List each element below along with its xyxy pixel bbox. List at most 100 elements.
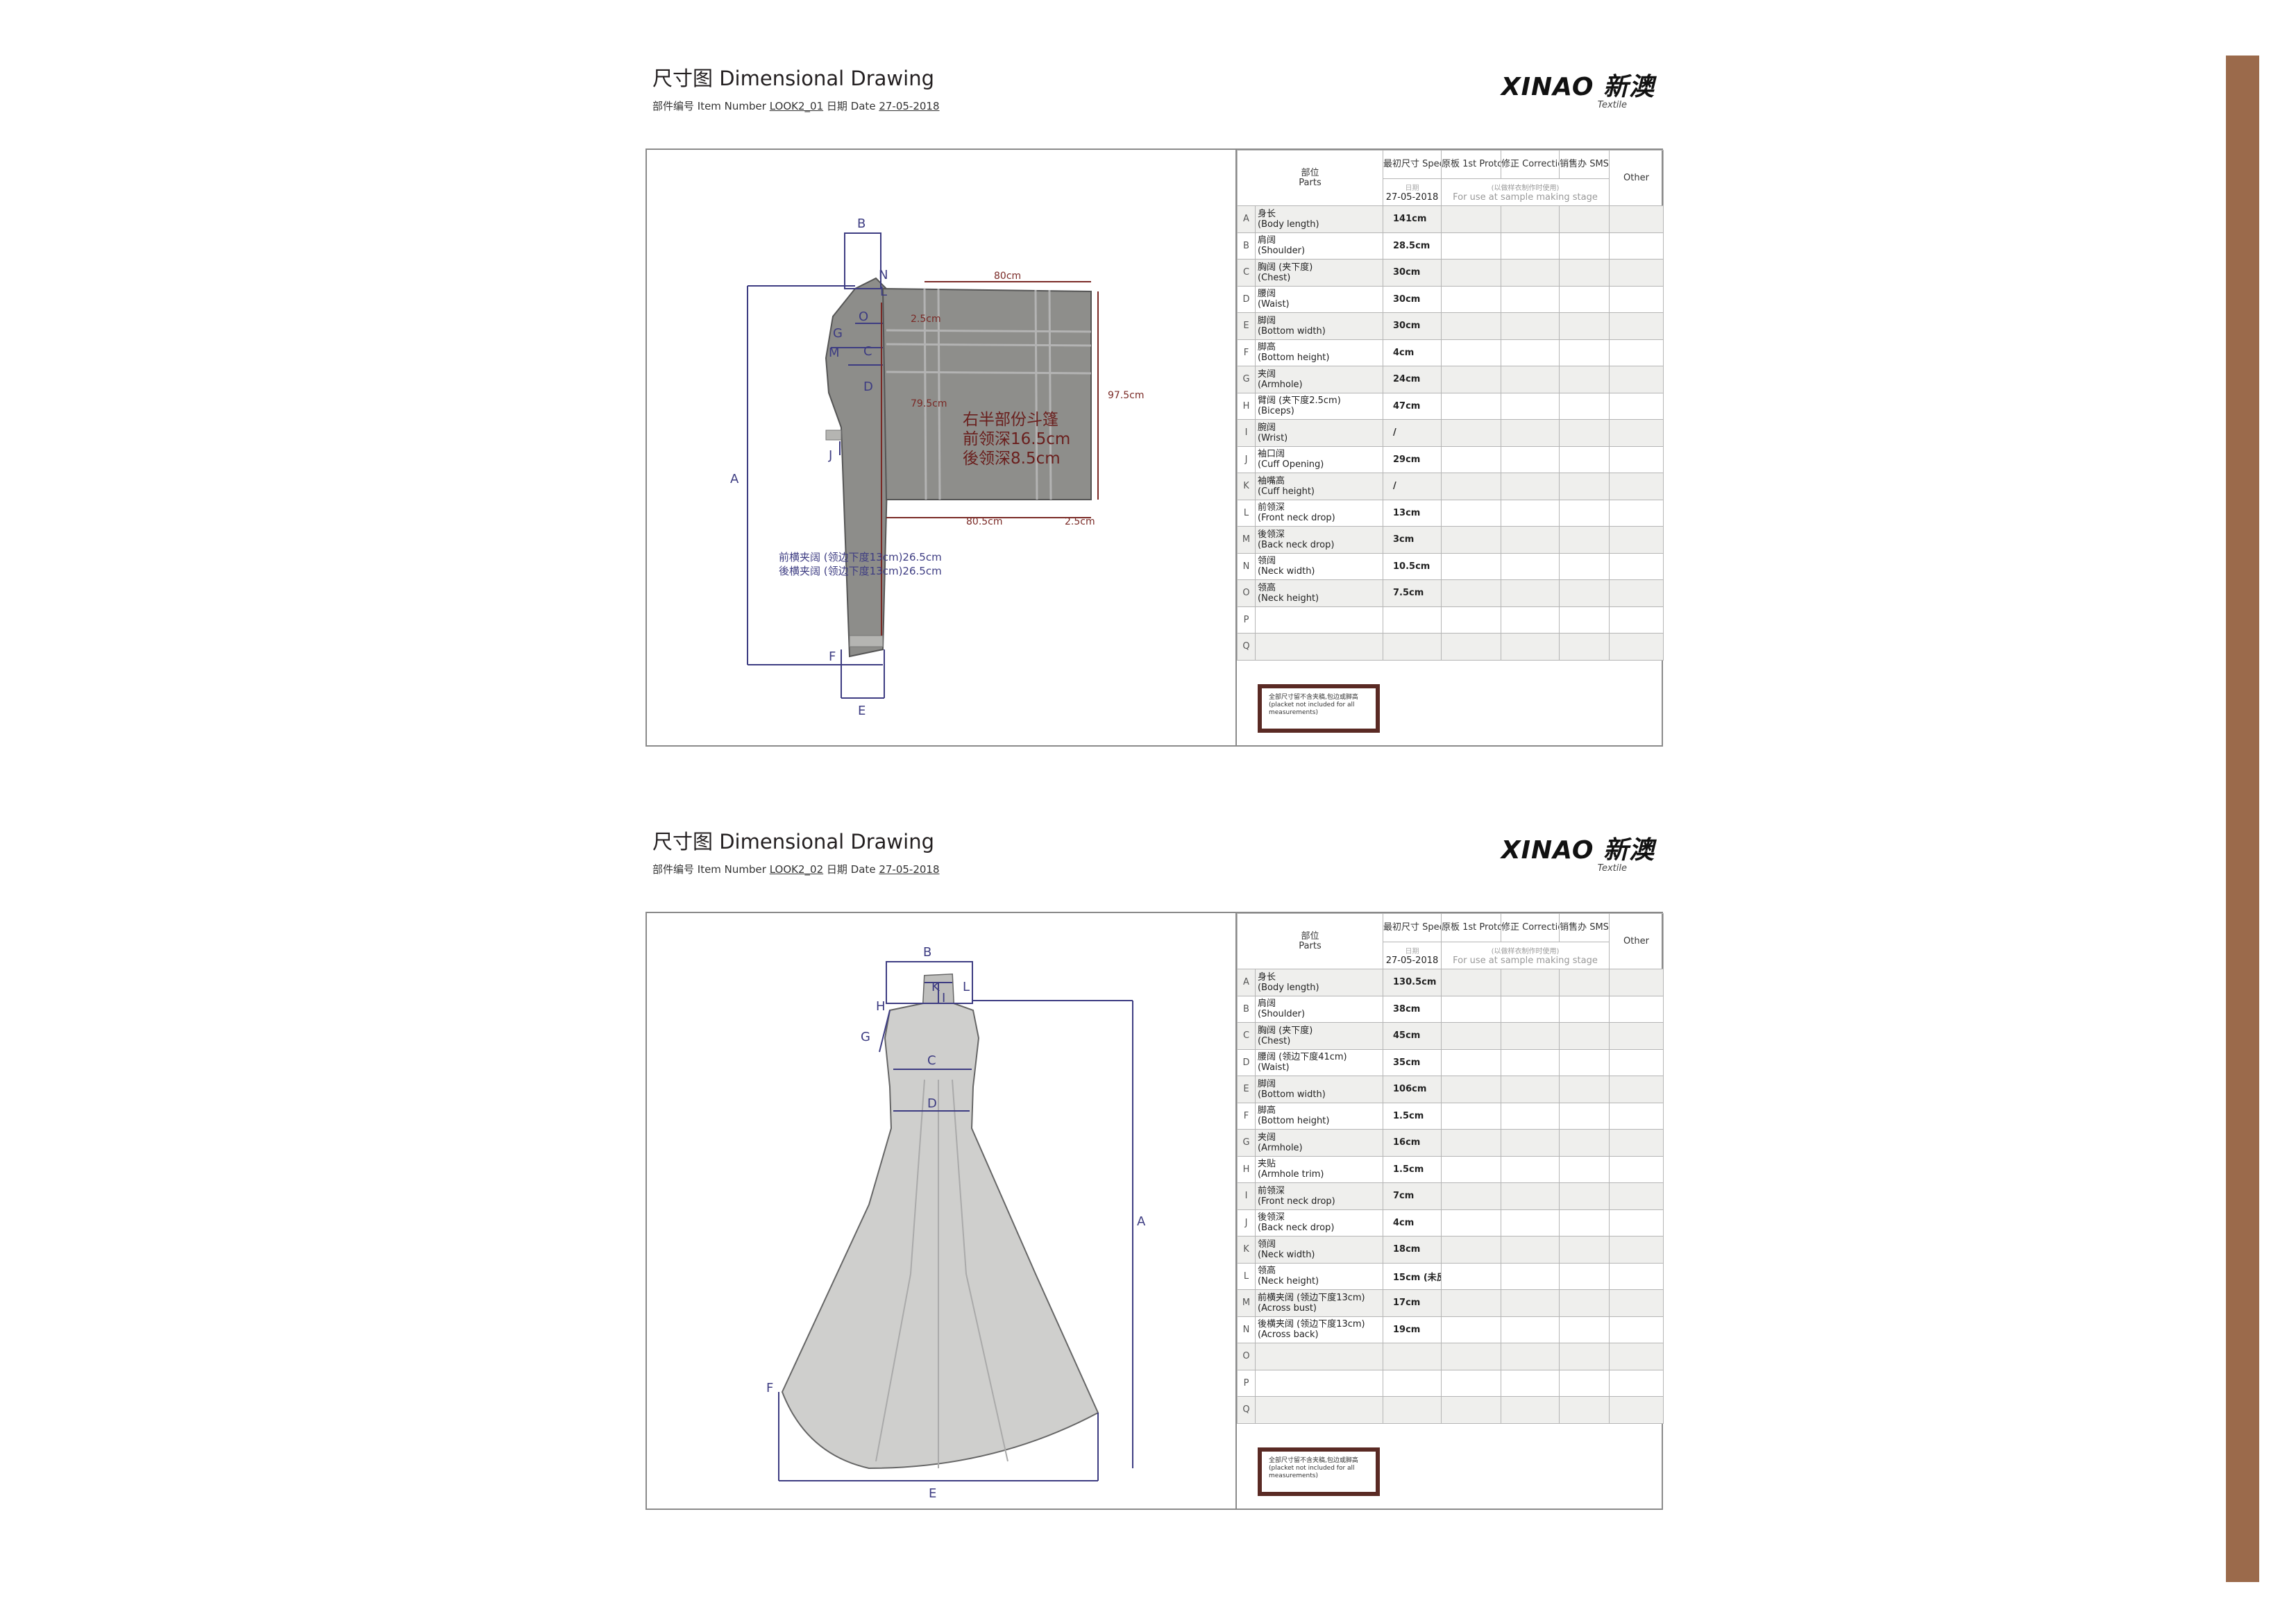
row-part-en: (Shoulder) [1258, 246, 1306, 257]
row-correction-cell [1501, 579, 1560, 607]
row-part-cn: 前横夹阔 (领边下度13cm) [1258, 1292, 1365, 1303]
dimension-sheet-1: 尺寸图 Dimensional Drawing 部件编号 Item Number… [645, 62, 1664, 812]
row-part-cn: 腰阔 [1258, 289, 1276, 300]
row-part: 脚阔(Bottom width) [1255, 1076, 1383, 1103]
row-spec-value: 106cm [1383, 1076, 1442, 1103]
row-proto-cell [1441, 473, 1501, 500]
spec-row: P [1237, 1369, 1664, 1397]
row-spec-value: 45cm [1383, 1022, 1442, 1050]
row-spec-value: 17cm [1383, 1289, 1442, 1317]
other-header: Other [1609, 150, 1664, 206]
row-sms-cell [1559, 606, 1610, 634]
row-other-cell [1609, 1048, 1664, 1076]
row-sms-cell [1559, 205, 1610, 233]
row-sms-cell [1559, 259, 1610, 287]
row-correction-cell [1501, 969, 1560, 996]
row-correction-cell [1501, 312, 1560, 340]
row-part-cn: 腕阔 [1258, 422, 1276, 433]
label-f: F [766, 1381, 773, 1395]
other-header: Other [1609, 913, 1664, 969]
correction-header: 修正 Correction [1501, 913, 1560, 942]
row-sms-cell [1559, 1022, 1610, 1050]
date-label: 日期 Date [826, 100, 876, 112]
row-part-en: (Neck height) [1258, 1276, 1319, 1287]
row-part-en: (Back neck drop) [1258, 1223, 1335, 1234]
row-proto-cell [1441, 445, 1501, 473]
label-n: N [879, 268, 888, 282]
sample-note-en: For use at sample making stage [1453, 955, 1598, 966]
drawing-frame: B N L O G M C D J A F E 80cm 2.5cm 79.5c… [645, 148, 1664, 747]
sample-note-cn: (以做样衣制作时使用) [1491, 948, 1560, 955]
row-sms-cell [1559, 1129, 1610, 1157]
spec-size-header: 最初尺寸 Spec Size [1383, 913, 1442, 942]
row-correction-cell [1501, 1236, 1560, 1264]
dimension-values: 80cm 2.5cm 79.5cm 97.5cm 80.5cm 2.5cm [911, 271, 1145, 527]
row-letter: P [1237, 1369, 1256, 1397]
row-correction-cell [1501, 285, 1560, 313]
label-f: F [829, 649, 836, 664]
row-other-cell [1609, 312, 1664, 340]
spec-row: Q [1237, 1396, 1664, 1424]
row-proto-cell [1441, 1289, 1501, 1317]
row-spec-value: / [1383, 473, 1442, 500]
proto-header: 原板 1st Proto [1441, 150, 1501, 179]
row-part-en: (Cuff Opening) [1258, 459, 1324, 470]
row-spec-value: 35cm [1383, 1048, 1442, 1076]
label-a: A [1137, 1214, 1146, 1229]
row-letter: K [1237, 473, 1256, 500]
row-part: 袖嘴高(Cuff height) [1255, 473, 1383, 500]
row-other-cell [1609, 205, 1664, 233]
row-correction-cell [1501, 366, 1560, 393]
row-other-cell [1609, 552, 1664, 580]
row-spec-value: 4cm [1383, 1209, 1442, 1237]
spec-date-cell: 日期 27-05-2018 [1383, 942, 1442, 969]
row-letter: D [1237, 285, 1256, 313]
placket-note: 全部尺寸留不含夹稿,包边或脚高 (placket not included fo… [1258, 1447, 1380, 1496]
row-letter: A [1237, 205, 1256, 233]
row-spec-value: 130.5cm [1383, 969, 1442, 996]
row-other-cell [1609, 606, 1664, 634]
row-sms-cell [1559, 1396, 1610, 1424]
row-letter: D [1237, 1048, 1256, 1076]
row-part-cn: 领高 [1258, 582, 1276, 593]
row-sms-cell [1559, 633, 1610, 661]
row-correction-cell [1501, 1129, 1560, 1157]
garment-drawing: B N L O G M C D J A F E 80cm 2.5cm 79.5c… [647, 150, 1235, 745]
row-other-cell [1609, 499, 1664, 527]
row-part-en: (Bottom width) [1258, 1089, 1326, 1100]
label-e: E [858, 704, 866, 718]
row-part-en: (Armhole) [1258, 379, 1303, 390]
row-letter: G [1237, 1129, 1256, 1157]
row-part: 腰阔 (领边下度41cm)(Waist) [1255, 1048, 1383, 1076]
row-part-cn: 胸阔 (夹下度) [1258, 1025, 1313, 1036]
row-correction-cell [1501, 232, 1560, 260]
row-sms-cell [1559, 1076, 1610, 1103]
row-spec-value: 15cm (未反领) [1383, 1262, 1442, 1290]
spec-date: 27-05-2018 [1385, 192, 1439, 203]
row-spec-value: 141cm [1383, 205, 1442, 233]
row-sms-cell [1559, 419, 1610, 447]
spec-table: 部位 Parts 最初尺寸 Spec Size 原板 1st Proto 修正 … [1237, 150, 1664, 661]
row-correction-cell [1501, 1209, 1560, 1237]
row-spec-value [1383, 606, 1442, 634]
row-proto-cell [1441, 526, 1501, 554]
dim-2-5cm-top: 2.5cm [911, 314, 941, 325]
row-part: 胸阔 (夹下度)(Chest) [1255, 259, 1383, 287]
dim-80-5cm: 80.5cm [966, 516, 1003, 527]
row-part: 後横夹阔 (领边下度13cm)(Across back) [1255, 1316, 1383, 1343]
row-letter: E [1237, 312, 1256, 340]
row-spec-value: 38cm [1383, 995, 1442, 1023]
row-part: 脚高(Bottom height) [1255, 339, 1383, 366]
row-other-cell [1609, 1209, 1664, 1237]
row-part [1255, 1343, 1383, 1370]
row-proto-cell [1441, 366, 1501, 393]
row-letter: Q [1237, 1396, 1256, 1424]
row-sms-cell [1559, 366, 1610, 393]
sheet-title: 尺寸图 Dimensional Drawing [652, 830, 935, 853]
spec-row: Q [1237, 633, 1664, 661]
